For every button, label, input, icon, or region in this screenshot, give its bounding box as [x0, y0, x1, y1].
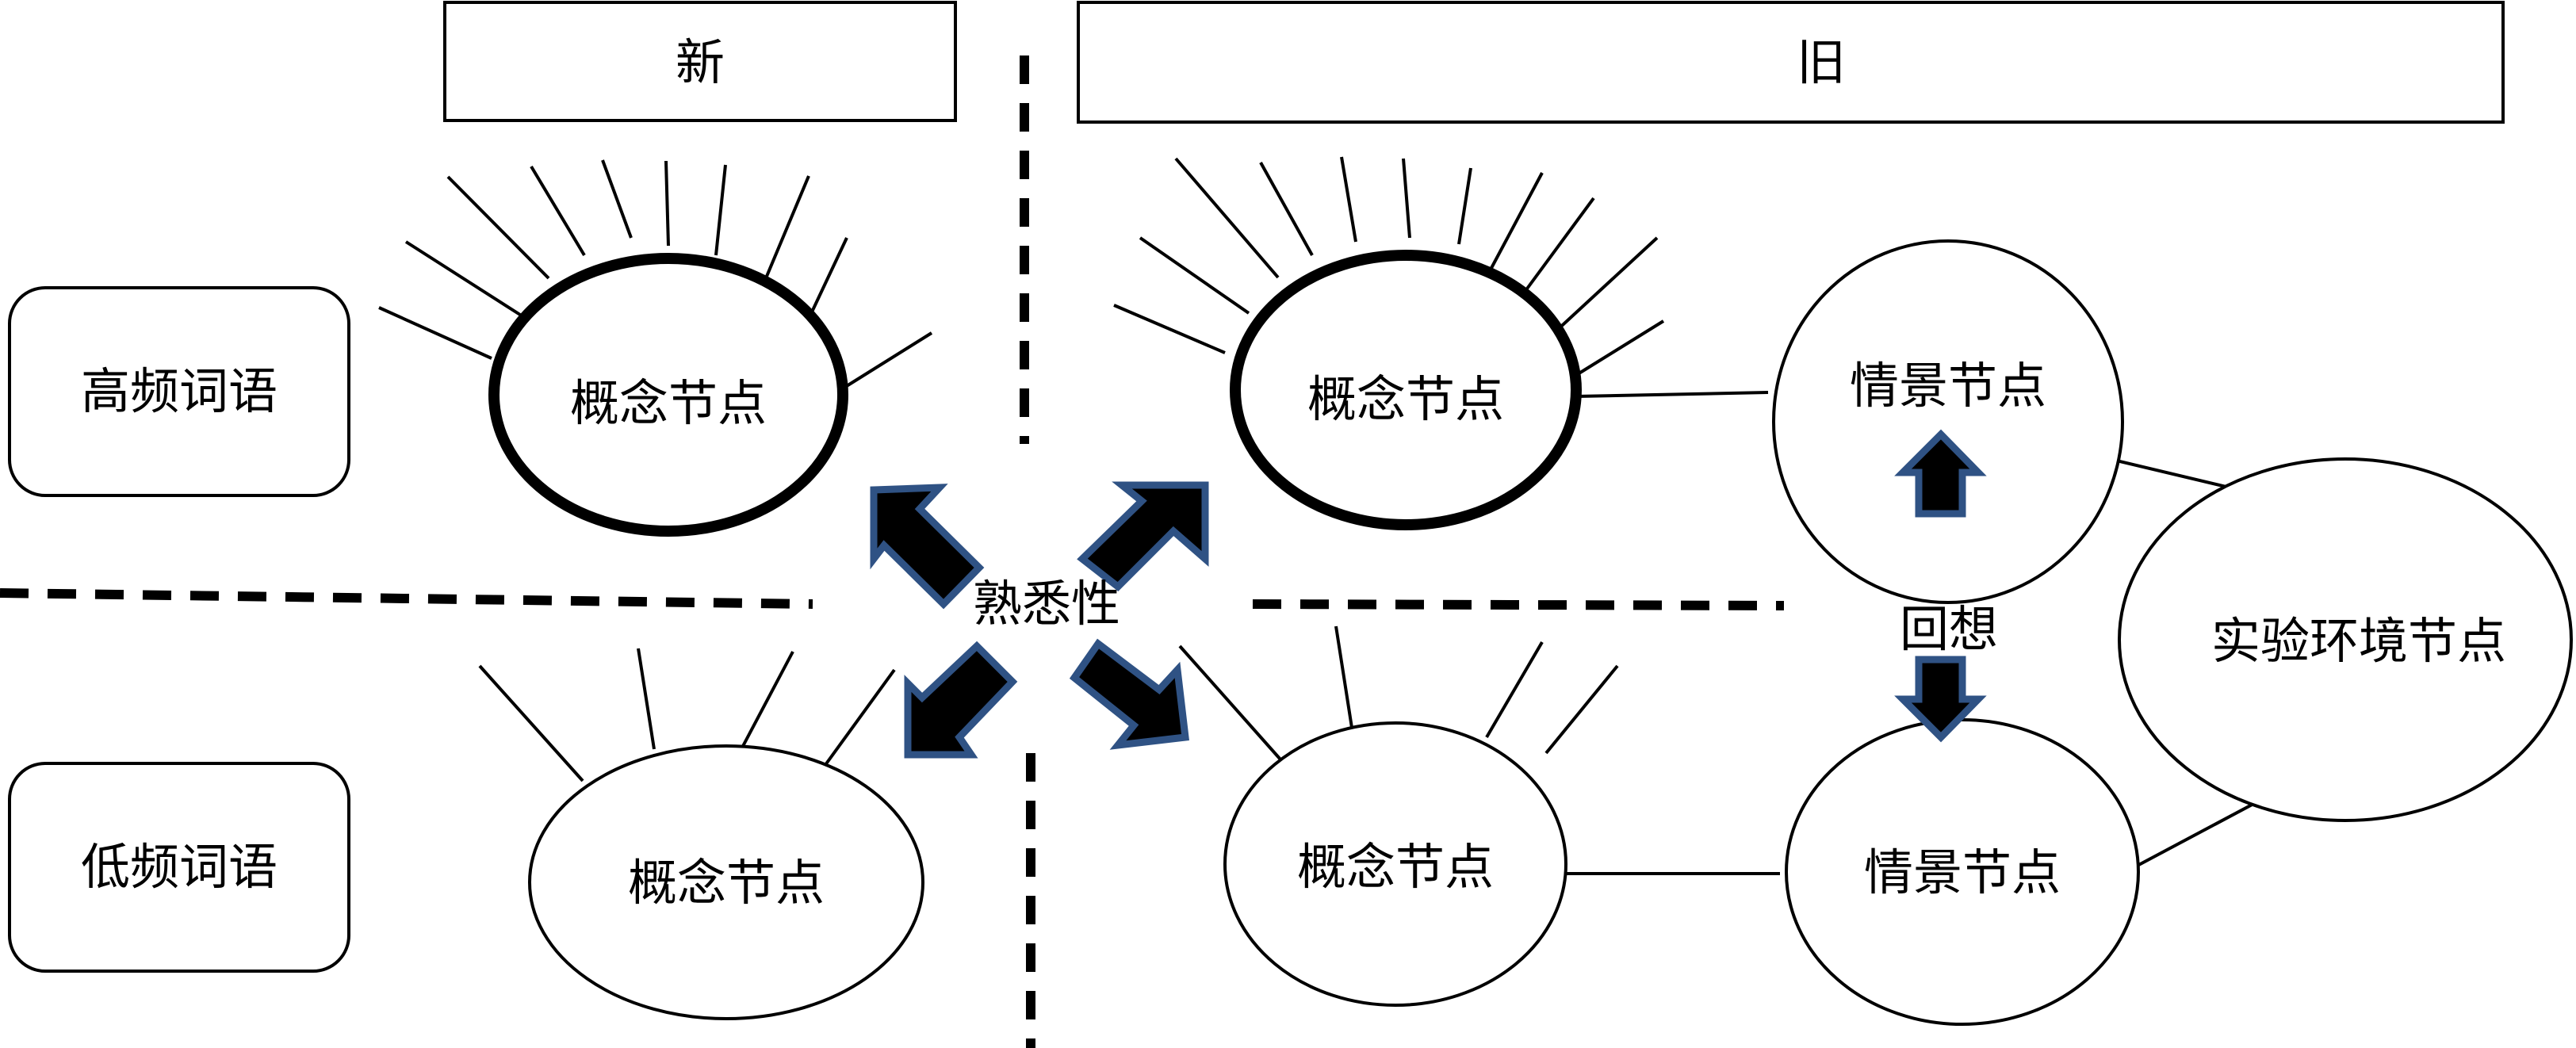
- high-frequency-label: 高频词语: [81, 362, 278, 420]
- familiarity-arrow-down-right-icon: [1069, 638, 1189, 750]
- familiarity-arrow-down-left-icon: [904, 641, 1018, 759]
- recall-arrow-up-icon: [1894, 429, 1987, 518]
- episodic-node-top: [1772, 239, 2124, 604]
- rays-old-high: [1113, 156, 1665, 378]
- concept-node-new-high-label: 概念节点: [570, 374, 767, 432]
- rays-old-low: [1178, 625, 1619, 761]
- environment-node: [2118, 457, 2573, 822]
- header-old: 旧: [1077, 1, 2505, 124]
- environment-node-label: 实验环境节点: [2211, 612, 2506, 670]
- familiarity-label: 熟悉性: [973, 575, 1120, 633]
- divider-horizontal-right: [1252, 599, 1785, 610]
- rays-new-high: [378, 159, 933, 390]
- header-new: 新: [443, 1, 957, 122]
- recall-arrow-down-icon: [1894, 656, 1987, 743]
- concept-node-old-low-label: 概念节点: [1297, 838, 1494, 896]
- divider-horizontal-left: [0, 588, 813, 609]
- concept-node-old-high: [1230, 250, 1582, 530]
- concept-node-new-low-label: 概念节点: [628, 854, 825, 912]
- concept-node-new-low: [528, 744, 924, 1020]
- row-label-high-frequency: 高频词语: [8, 286, 350, 497]
- concept-node-new-high: [488, 253, 848, 537]
- episodic-node-bottom-label: 情景节点: [1864, 843, 2061, 901]
- concept-node-old-low: [1223, 721, 1567, 1007]
- familiarity-arrow-up-right-icon: [1077, 481, 1209, 591]
- header-new-label: 新: [676, 33, 725, 91]
- episodic-node-top-label: 情景节点: [1850, 357, 2046, 415]
- header-old-label: 旧: [1797, 33, 1846, 91]
- low-frequency-label: 低频词语: [81, 838, 278, 896]
- rays-new-low: [478, 648, 896, 782]
- row-label-low-frequency: 低频词语: [8, 762, 350, 973]
- familiarity-arrow-up-left-icon: [870, 484, 985, 610]
- concept-node-old-high-label: 概念节点: [1307, 370, 1504, 428]
- recall-label: 回想: [1900, 600, 1998, 658]
- link-concept-episodic-top: [1575, 391, 1769, 398]
